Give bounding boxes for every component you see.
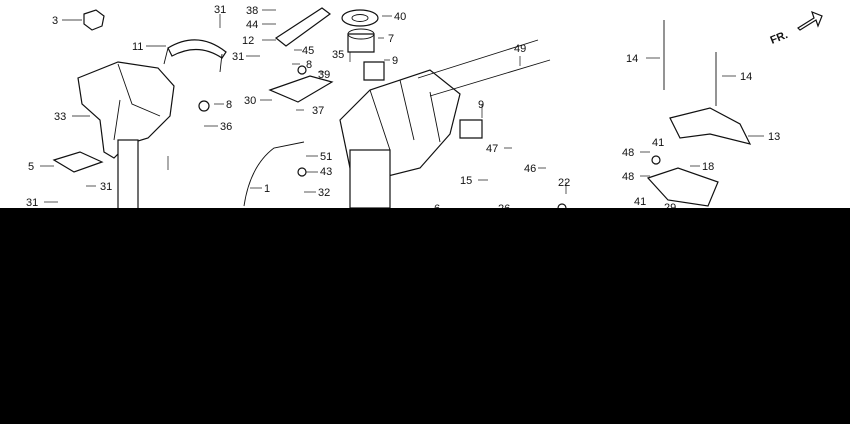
- part-9-shape-lower: [459, 119, 483, 139]
- part-label: 14: [626, 53, 638, 65]
- part-label: 33: [54, 111, 66, 123]
- part-5-shape: [52, 151, 104, 173]
- part-12-shape: [274, 7, 332, 47]
- part-label: 22: [558, 177, 570, 189]
- bracket-ghost-lines: [417, 39, 551, 97]
- part-label: 5: [28, 161, 34, 173]
- part-label: 7: [388, 33, 394, 45]
- part-1-rod: [243, 141, 305, 207]
- part-label: 11: [132, 41, 143, 53]
- leader-lines: [40, 9, 764, 203]
- part-18-shape: [646, 167, 719, 207]
- part-label: 35: [332, 49, 344, 61]
- part-40-shape: [341, 9, 379, 27]
- part-label: 31: [232, 51, 244, 63]
- part-label: 48: [622, 147, 634, 159]
- part-label: 8: [306, 59, 312, 71]
- part-label: 13: [768, 131, 780, 143]
- part-label: 31: [26, 197, 38, 209]
- part-label: 9: [392, 55, 398, 67]
- part-label: 9: [478, 99, 484, 111]
- part-label: 47: [486, 143, 498, 155]
- part-3-shape: [83, 9, 105, 31]
- part-40-hole: [351, 14, 369, 22]
- part-8-shape: [297, 65, 307, 75]
- part-label: 12: [242, 35, 254, 47]
- swivel-shaft-shape: [117, 139, 139, 211]
- part-label: 15: [460, 175, 472, 187]
- swivel-case-detail: [113, 63, 161, 141]
- part-label: 43: [320, 166, 332, 178]
- front-direction-label: FR.: [769, 29, 790, 47]
- part-label: 36: [220, 121, 232, 133]
- part-label: 14: [740, 71, 752, 83]
- part-label: 51: [320, 151, 332, 163]
- part-label: 49: [514, 43, 526, 55]
- part-label: 40: [394, 11, 406, 23]
- part-label: 41: [652, 137, 664, 149]
- part-7-shape: [347, 33, 375, 53]
- stern-bracket-arm: [349, 149, 391, 209]
- part-7-top: [347, 28, 375, 40]
- part-41-shape: [651, 155, 661, 165]
- part-label: 18: [702, 161, 714, 173]
- part-label: 37: [312, 105, 324, 117]
- part-13-shape: [669, 107, 752, 145]
- part-label: 32: [318, 187, 330, 199]
- part-label: 8: [226, 99, 232, 111]
- stern-bracket-detail: [369, 79, 441, 151]
- part-label: 48: [622, 171, 634, 183]
- part-label: 31: [100, 181, 112, 193]
- part-11-detail: [163, 47, 223, 73]
- front-direction-arrow-icon: [797, 10, 823, 31]
- part-30-shape: [268, 75, 334, 103]
- part-label: 30: [244, 95, 256, 107]
- part-label: 45: [302, 45, 314, 57]
- part-label: 38: [246, 5, 258, 17]
- black-redaction-area: [0, 208, 850, 424]
- part-label: 46: [524, 163, 536, 175]
- part-11-shape: [167, 39, 227, 59]
- part-label: 41: [634, 196, 646, 208]
- part-8-shape-2: [198, 100, 210, 112]
- parts-drawing: [52, 7, 823, 213]
- part-43-shape: [297, 167, 307, 177]
- part-9-shape-upper: [363, 61, 385, 81]
- part-number-labels: 3 31 38 44 40 12 7 11 31 45 35 8 39 49 9…: [26, 4, 790, 215]
- part-label: 3: [52, 15, 58, 27]
- part-label: 44: [246, 19, 258, 31]
- part-label: 39: [318, 69, 330, 81]
- part-label: 1: [264, 183, 270, 195]
- part-label: 31: [214, 4, 226, 16]
